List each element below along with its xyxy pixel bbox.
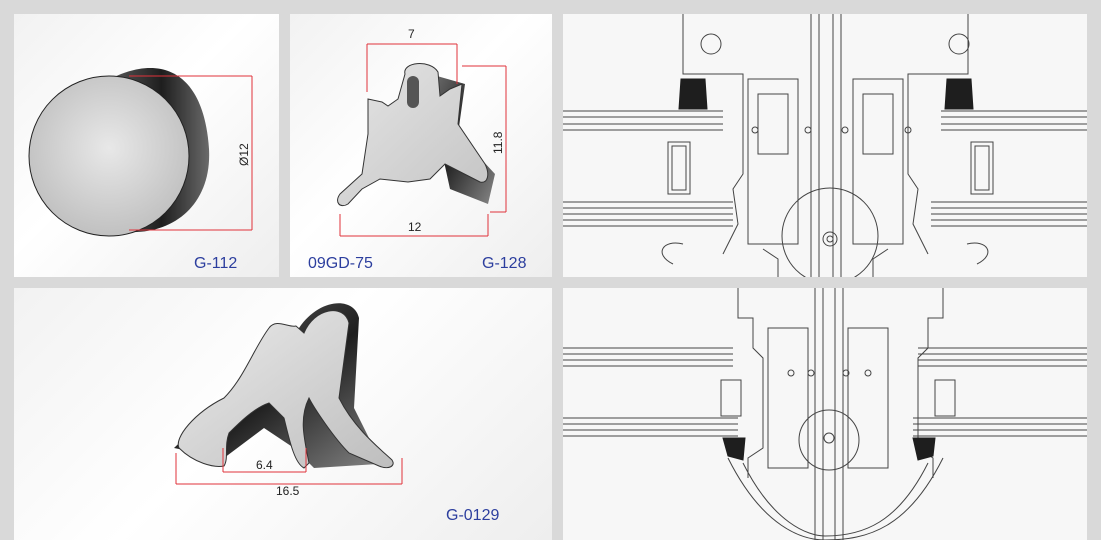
gasket-right-bottom (912, 437, 936, 461)
dimension-width: 12 (408, 220, 422, 234)
part-code-g112: G-112 (194, 255, 238, 272)
glass-pane-right (931, 110, 1087, 227)
panel-section-drawing-bottom (563, 288, 1087, 540)
glass-pane-right (913, 347, 1087, 437)
gasket-right-top (944, 78, 974, 110)
cylinder-face-shape (28, 75, 190, 237)
part-code-09gd-75: 09GD-75 (308, 255, 373, 272)
g128-dimensions (339, 43, 507, 237)
dimension-top: 7 (408, 27, 415, 41)
gasket-g128-drawing: 7 11.8 12 (337, 27, 507, 237)
section-drawing-bottom (563, 288, 1087, 540)
gasket-left-bottom (722, 437, 746, 461)
dimension-inner: 6.4 (256, 458, 273, 472)
detail-circle (798, 409, 860, 471)
aluminum-profile (727, 288, 944, 540)
detail-circle (781, 187, 879, 277)
gasket-left-top (678, 78, 708, 110)
gasket-slot-shape (407, 76, 419, 108)
bolt-head (823, 432, 835, 444)
part-code-g128: G-128 (482, 255, 527, 272)
glass-pane-left (563, 110, 733, 227)
bolt-head (822, 231, 838, 247)
glass-pane-left (563, 347, 742, 437)
gasket-g0129-drawing: 6.4 16.5 (174, 303, 403, 498)
dimension-width: 16.5 (276, 484, 300, 498)
dimension-height: 11.8 (491, 131, 505, 154)
g0129-dimensions (175, 448, 403, 485)
gasket-face-shape (177, 310, 394, 469)
section-drawing-top (563, 14, 1087, 277)
gasket-g112-drawing: Ø12 (28, 67, 253, 237)
panel-gasket-g128: 7 11.8 12 09GD-75 G-128 (290, 14, 552, 277)
panel-gasket-g112: Ø12 G-112 (14, 14, 279, 277)
part-code-g0129: G-0129 (446, 507, 500, 524)
gasket-face-shape (337, 63, 489, 207)
diameter-dimension (129, 75, 253, 231)
aluminum-profile (661, 14, 989, 277)
diameter-label: Ø12 (237, 143, 251, 166)
panel-section-drawing-top (563, 14, 1087, 277)
panel-gasket-g0129: 6.4 16.5 G-0129 (14, 288, 552, 540)
